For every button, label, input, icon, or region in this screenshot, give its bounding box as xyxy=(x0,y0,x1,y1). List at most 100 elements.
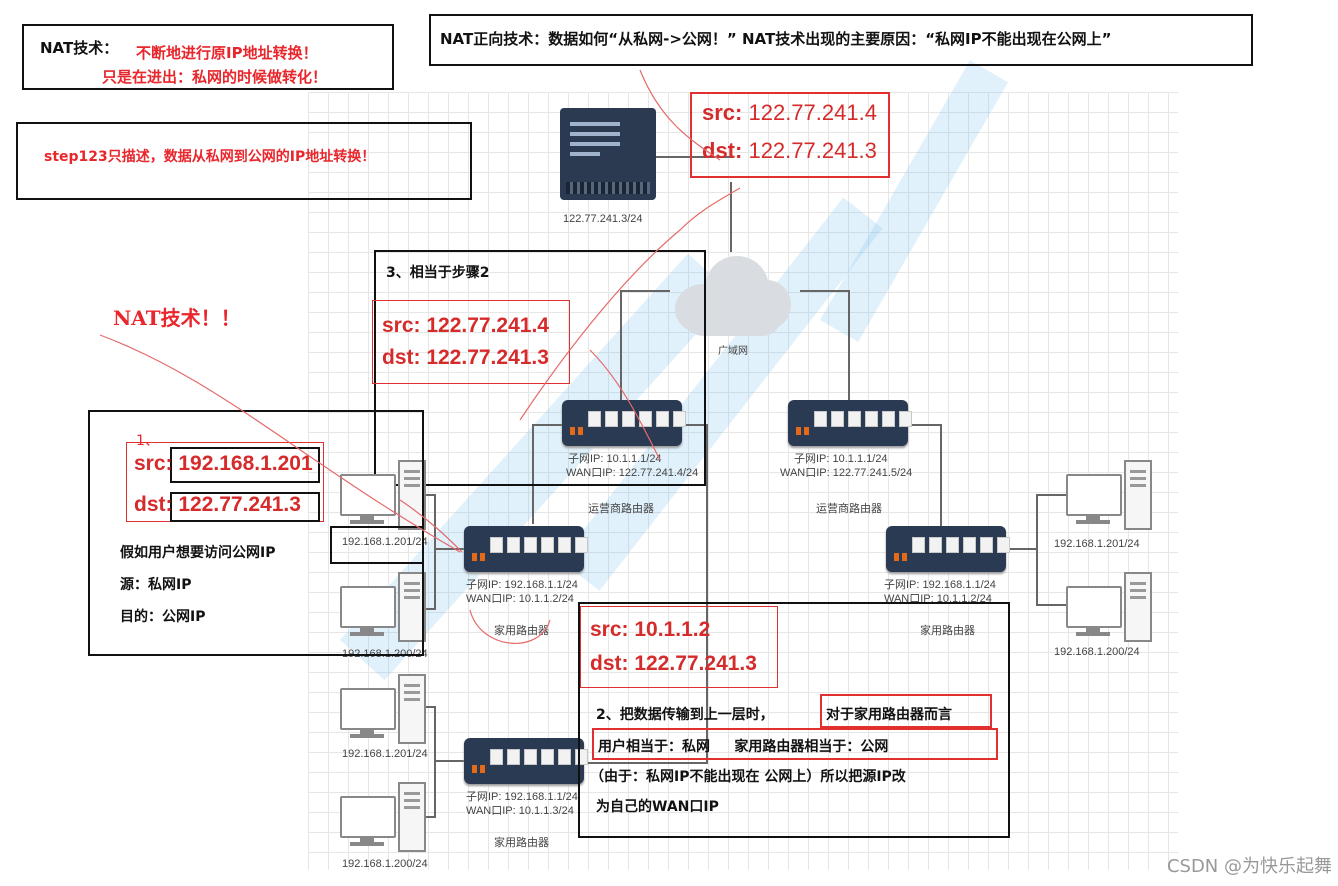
connector xyxy=(730,182,732,252)
pc-5-ip: 192.168.1.201/24 xyxy=(1054,538,1140,550)
connector xyxy=(1036,494,1066,496)
server-src-value: 122.77.241.4 xyxy=(748,100,877,125)
connector xyxy=(706,424,708,764)
step1-desc-highlight xyxy=(330,526,424,564)
step3-box xyxy=(374,250,706,486)
home-router-3-name: 家用路由器 xyxy=(920,625,975,637)
connector xyxy=(585,762,708,764)
step2-line-4: 为自己的WAN口IP xyxy=(596,799,719,815)
nat-summary-box xyxy=(22,24,394,90)
home-router-1-subnet: 子网IP: 192.168.1.1/24 xyxy=(466,579,578,591)
pc-2-icon xyxy=(340,572,426,642)
step-note-text: step123只描述，数据从私网到公网的IP地址转换！ xyxy=(44,149,376,165)
home-router-2-subnet: 子网IP: 192.168.1.1/24 xyxy=(466,791,578,803)
step3-title: 3、相当于步骤2 xyxy=(386,265,490,281)
pc-4-ip: 192.168.1.200/24 xyxy=(342,858,428,870)
server-src: src: 122.77.241.4 xyxy=(702,100,877,126)
connector xyxy=(418,608,436,610)
connector xyxy=(620,290,622,400)
connector xyxy=(656,156,732,158)
connector xyxy=(908,424,942,426)
step2-line-1b: 对于家用路由器而言 xyxy=(826,707,952,723)
isp-router-left-icon xyxy=(562,400,686,446)
step1-src-highlight xyxy=(170,447,320,483)
step3-src: src: 122.77.241.4 xyxy=(382,314,549,338)
nat-forward-box xyxy=(429,14,1253,66)
server-packet-box xyxy=(690,92,890,178)
connector xyxy=(418,706,436,708)
step1-desc-2: 源：私网IP xyxy=(120,577,192,593)
step1-number: 1、 xyxy=(136,433,159,449)
wan-label: 广域网 xyxy=(718,346,748,357)
step2-line-2: 用户相当于：私网 家用路由器相当于：公网 xyxy=(598,739,889,755)
step3-src-key: src: xyxy=(382,314,427,337)
pc-1-ip: 192.168.1.201/24 xyxy=(342,536,428,548)
step2-src-value: 10.1.1.2 xyxy=(634,618,711,641)
step3-src-value: 122.77.241.4 xyxy=(426,314,549,337)
isp-router-right-icon xyxy=(788,400,912,446)
step3-dst-value: 122.77.241.3 xyxy=(426,346,549,369)
step2-line-1a: 2、把数据传输到上一层时， xyxy=(596,707,774,723)
step1-dst: dst: 122.77.241.3 xyxy=(134,493,301,517)
home-router-2-name: 家用路由器 xyxy=(494,837,549,849)
server-icon xyxy=(560,108,656,200)
home-router-1-name: 家用路由器 xyxy=(494,625,549,637)
home-router-2-wan: WAN口IP: 10.1.1.3/24 xyxy=(466,805,574,817)
home-router-3-icon xyxy=(886,526,1010,572)
connector xyxy=(418,494,436,496)
connector xyxy=(1008,548,1038,550)
step1-src-key: src: xyxy=(134,452,179,475)
step2-src: src: 10.1.1.2 xyxy=(590,618,710,642)
isp-router-left-subnet: 子网IP: 10.1.1.1/24 xyxy=(568,453,662,465)
home-router-1-wan: WAN口IP: 10.1.1.2/24 xyxy=(466,593,574,605)
step2-line-3: （由于：私网IP不能出现在 公网上）所以把源IP改 xyxy=(590,769,906,785)
step1-dst-value: 122.77.241.3 xyxy=(178,493,301,516)
server-dst-key: dst: xyxy=(702,138,749,163)
nat-line-2: 只是在进出：私网的时候做转化！ xyxy=(102,68,328,86)
connector xyxy=(436,548,466,550)
step2-dst-key: dst: xyxy=(590,652,635,675)
connector xyxy=(532,424,562,426)
step1-src-value: 192.168.1.201 xyxy=(178,452,313,475)
step2-dst-value: 122.77.241.3 xyxy=(634,652,757,675)
pc-4-icon xyxy=(340,782,426,852)
isp-router-right-wan: WAN口IP: 122.77.241.5/24 xyxy=(780,467,913,479)
handwritten-nat-note: NAT技术！！ xyxy=(113,306,241,330)
connector xyxy=(436,760,466,762)
home-router-3-subnet: 子网IP: 192.168.1.1/24 xyxy=(884,579,996,591)
step-note-box xyxy=(16,122,472,200)
server-dst-value: 122.77.241.3 xyxy=(748,138,877,163)
nat-forward-text: NAT正向技术：数据如何“从私网->公网！” NAT技术出现的主要原因：“私网I… xyxy=(440,30,1112,48)
connector xyxy=(800,290,850,292)
step1-desc-3: 目的：公网IP xyxy=(120,609,206,625)
home-router-1-icon xyxy=(464,526,588,572)
connector xyxy=(848,290,850,400)
step1-dst-highlight xyxy=(170,492,320,522)
connector xyxy=(434,494,436,610)
nat-heading: NAT技术： xyxy=(40,39,119,57)
wan-cloud-icon xyxy=(665,250,793,338)
step2-highlight-1 xyxy=(820,694,992,728)
server-ip-label: 122.77.241.3/24 xyxy=(563,213,643,225)
step2-box xyxy=(578,602,1010,838)
step2-packet-box xyxy=(580,606,778,688)
nat-line-1: 不断地进行原IP地址转换！ xyxy=(136,44,318,62)
isp-router-left-wan: WAN口IP: 122.77.241.4/24 xyxy=(566,467,699,479)
pc-5-icon xyxy=(1066,460,1152,530)
pc-6-icon xyxy=(1066,572,1152,642)
connector xyxy=(418,816,436,818)
connector xyxy=(532,424,534,524)
connector xyxy=(682,424,708,426)
connector xyxy=(620,290,670,292)
pc-3-ip: 192.168.1.201/24 xyxy=(342,748,428,760)
connector xyxy=(434,706,436,818)
connector xyxy=(1036,494,1038,606)
server-src-key: src: xyxy=(702,100,749,125)
step3-packet-box xyxy=(372,300,570,384)
step3-dst: dst: 122.77.241.3 xyxy=(382,346,549,370)
connector xyxy=(940,424,942,528)
step2-dst: dst: 122.77.241.3 xyxy=(590,652,757,676)
server-dst: dst: 122.77.241.3 xyxy=(702,138,877,164)
step1-desc-1: 假如用户想要访问公网IP xyxy=(120,545,276,561)
step1-src: src: 192.168.1.201 xyxy=(134,452,313,476)
